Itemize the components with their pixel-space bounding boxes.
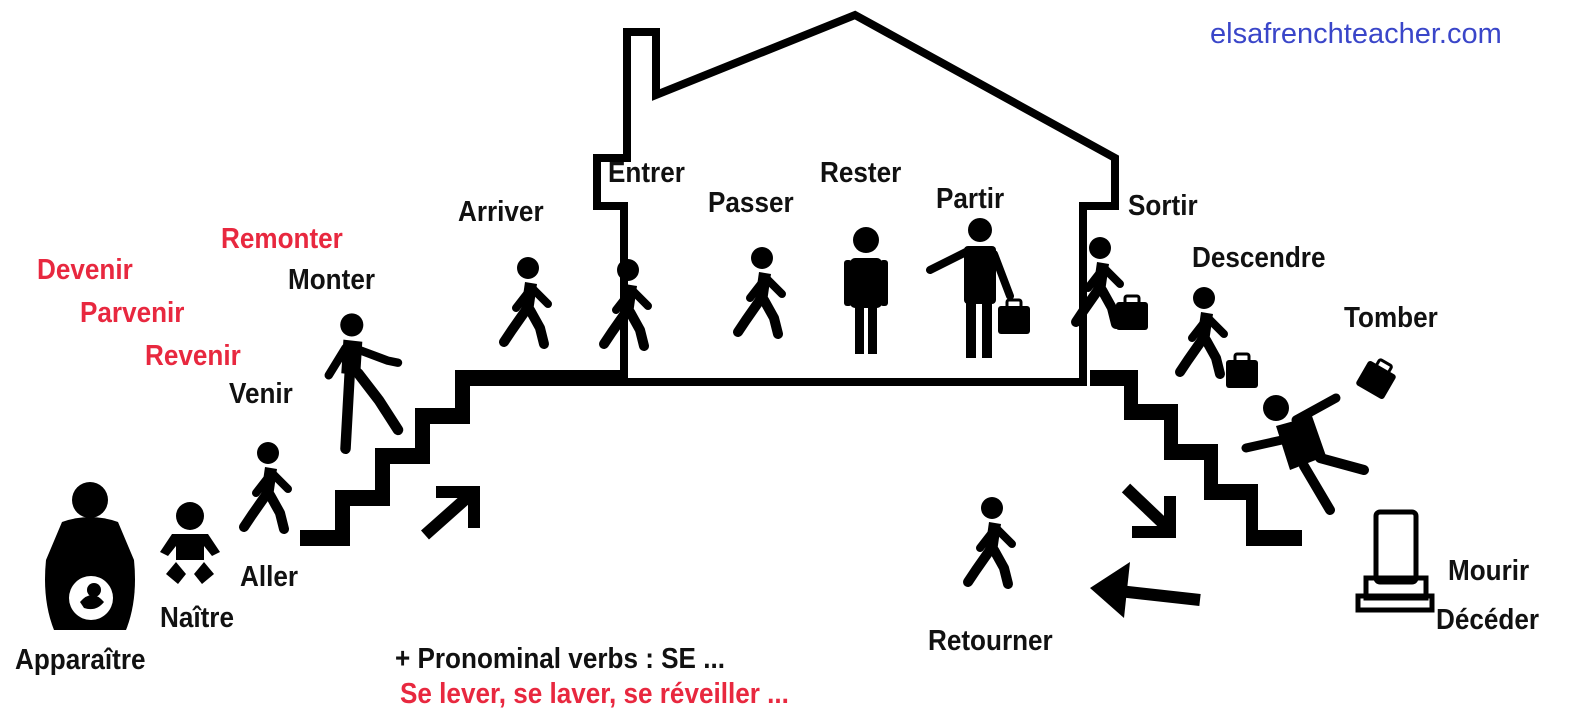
verb-deceder: Décéder	[1436, 604, 1540, 636]
pronominal-examples: Se lever, se laver, se réveiller ...	[400, 678, 789, 710]
house-outline	[593, 10, 1119, 386]
walker-descendre	[1180, 287, 1260, 390]
businessman-partir	[926, 218, 1032, 358]
right-staircase	[1090, 370, 1302, 546]
verb-remonter: Remonter	[221, 223, 343, 255]
verb-parvenir: Parvenir	[80, 297, 185, 329]
verb-retourner: Retourner	[928, 625, 1053, 657]
verb-naitre: Naître	[160, 602, 234, 634]
verb-revenir: Revenir	[145, 340, 241, 372]
verb-sortir: Sortir	[1128, 190, 1198, 222]
climber-monter	[324, 313, 404, 455]
walker-passer	[738, 247, 782, 334]
standing-rester	[844, 227, 888, 354]
verb-partir: Partir	[936, 183, 1005, 215]
verb-rester: Rester	[820, 157, 902, 189]
verb-entrer: Entrer	[608, 157, 685, 189]
verb-passer: Passer	[708, 187, 794, 219]
arrow-left-head	[1090, 562, 1130, 618]
verb-apparaitre: Apparaître	[15, 644, 146, 676]
verb-tomber: Tomber	[1344, 302, 1438, 334]
baby-figure	[160, 502, 220, 584]
verb-devenir: Devenir	[37, 254, 133, 286]
gravestone	[1355, 509, 1435, 613]
verb-arriver: Arriver	[458, 196, 544, 228]
walker-aller	[244, 442, 288, 529]
verb-descendre: Descendre	[1192, 242, 1326, 274]
pregnant-woman-figure	[45, 482, 135, 630]
falling-tomber	[1241, 353, 1402, 515]
website-label[interactable]: elsafrenchteacher.com	[1210, 18, 1502, 50]
verb-monter: Monter	[288, 264, 376, 296]
left-staircase	[300, 370, 624, 546]
arrow-down-right	[1121, 483, 1176, 538]
pronominal-note: + Pronominal verbs : SE ...	[395, 643, 725, 675]
verb-aller: Aller	[240, 561, 299, 593]
verb-venir: Venir	[229, 378, 293, 410]
verb-mourir: Mourir	[1448, 555, 1530, 587]
arrow-up-right	[421, 486, 480, 540]
walker-arriver	[504, 257, 548, 344]
walker-retourner	[968, 497, 1012, 584]
